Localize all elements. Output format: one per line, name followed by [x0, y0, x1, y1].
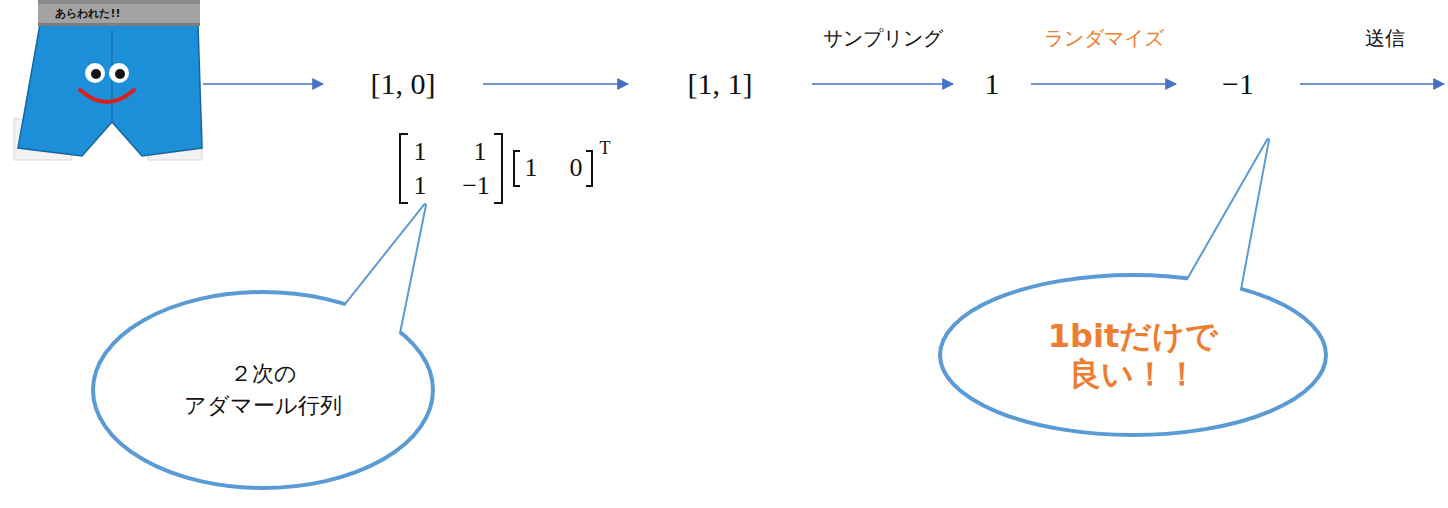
vector-value: [1, 1]: [630, 62, 810, 106]
send-arrow: [1300, 83, 1444, 85]
connector-group: [483, 84, 1176, 85]
waistband: [38, 0, 200, 26]
input-arrow: [203, 83, 323, 85]
vector-bracket: [586, 151, 592, 186]
print-text: あらわれた!!: [55, 8, 120, 19]
flow-arrow: [483, 83, 628, 85]
callout-bubble: 1bitだけで 良い！！: [938, 273, 1328, 437]
value-text: [1, 0]: [371, 66, 436, 102]
randomized-value: −1: [1178, 62, 1298, 106]
vector-bracket: [514, 151, 520, 186]
callout-tail-fill: [1182, 140, 1268, 300]
vector-entry: 1: [525, 155, 538, 181]
callout-tail-fill: [340, 205, 425, 338]
matrix-brackets: [400, 134, 592, 203]
matrix-entry: 1: [414, 139, 427, 165]
eye: [85, 63, 105, 83]
waistband-edge: [38, 0, 200, 4]
matrix-bracket: [494, 134, 502, 203]
matrix-entry: 1: [474, 139, 487, 165]
flow-arrow: [1031, 83, 1176, 85]
matrix-entry: 1: [414, 173, 427, 199]
sample-value: 1: [955, 62, 1029, 106]
step-label: 送信: [1365, 28, 1405, 48]
vector-entry: 0: [570, 155, 583, 181]
pupil: [91, 69, 101, 79]
briefs-body: [18, 24, 202, 156]
vector-value: [1, 0]: [325, 62, 481, 106]
waistband-edge: [38, 23, 200, 26]
matrix-entry: −1: [462, 173, 490, 199]
pupil: [115, 69, 125, 79]
callout-shape: [91, 290, 435, 490]
value-text: 1: [985, 66, 1000, 102]
callout-bubble: ２次の アダマール行列: [91, 290, 435, 490]
transpose-mark: T: [600, 139, 611, 157]
callout-tail: [1182, 140, 1268, 300]
matrix-bracket: [400, 134, 408, 203]
step-label: サンプリング: [823, 25, 943, 52]
value-text: [1, 1]: [688, 66, 753, 102]
eye: [109, 63, 129, 83]
flow-arrow: [812, 83, 953, 85]
callout-text: 1bitだけで 良い！！: [1028, 317, 1238, 394]
value-text: −1: [1222, 66, 1254, 102]
smile: [80, 90, 134, 102]
step-label: ランダマイズ: [1044, 25, 1164, 52]
callout-ellipse: [940, 275, 1326, 435]
underwear-photo: [14, 0, 202, 160]
callout-text: ２次の アダマール行列: [176, 358, 351, 422]
